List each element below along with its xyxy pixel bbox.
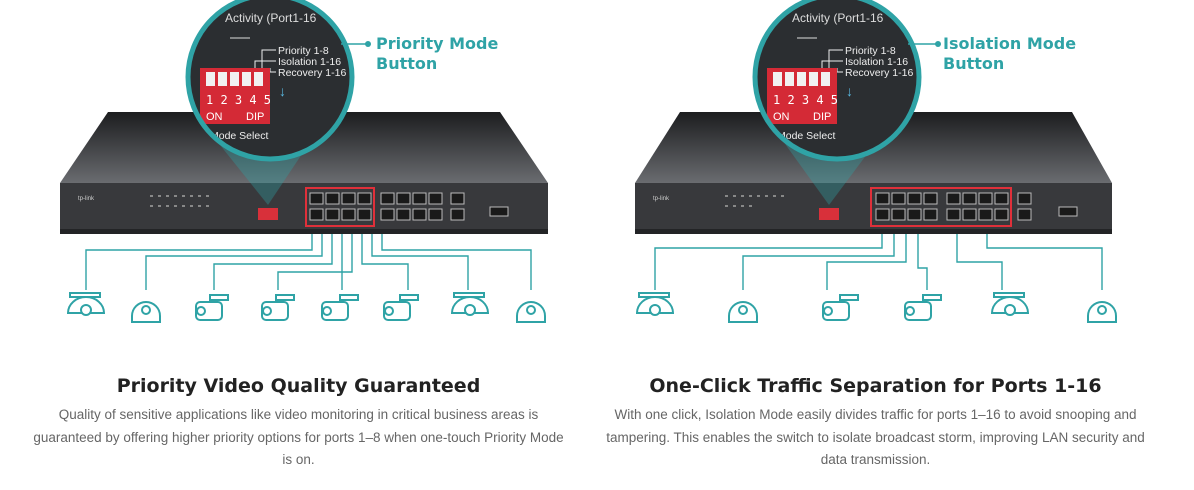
dome-camera-icon [1087,301,1117,323]
network-switch: tp-link [60,112,548,234]
svg-text:Activity (Port1-16: Activity (Port1-16 [792,11,884,25]
svg-text:Activity (Port1-16: Activity (Port1-16 [225,11,317,25]
bullet-camera-icon [195,294,229,321]
isolation-mode-callout: Isolation Mode Button [943,34,1077,73]
svg-text:↓: ↓ [279,83,286,99]
svg-text:↓: ↓ [846,83,853,99]
priority-caption: Priority Video Quality Guaranteed Qualit… [0,374,597,472]
svg-text:Priority 1-8: Priority 1-8 [845,45,896,57]
network-switch: tp-link [635,112,1112,234]
svg-text:ON: ON [206,111,223,123]
svg-text:Isolation 1-16: Isolation 1-16 [278,56,341,68]
bullet-camera-icon [822,294,859,321]
bullet-camera-icon [261,294,295,321]
priority-illustration: tp-link [60,0,548,323]
svg-text:1 2 3 4 5: 1 2 3 4 5 [773,93,838,107]
dip-switch-zoom: Activity (Port1-16 Priority 1-8 Isolatio… [752,0,922,162]
dome-camera-icon [635,292,675,316]
section-description: Quality of sensitive applications like v… [33,407,564,467]
dome-camera-icon [450,292,490,316]
dip-switch-zoom: Activity (Port1-16 Priority 1-8 Isolatio… [185,0,355,162]
dip-switch[interactable] [258,208,278,220]
svg-text:Priority 1-8: Priority 1-8 [278,45,329,57]
svg-text:ON: ON [773,111,790,123]
brand-logo: tp-link [653,196,670,202]
camera-row [635,292,1117,323]
priority-mode-callout: Priority Mode Button [376,34,499,73]
dome-camera-icon [131,301,161,323]
svg-text:DIP: DIP [246,111,264,123]
svg-text:Recovery 1-16: Recovery 1-16 [845,67,913,79]
isolation-illustration: tp-link Activity (Port1-16 [635,0,1117,323]
bullet-camera-icon [904,294,942,321]
svg-text:1 2 3 4 5: 1 2 3 4 5 [206,93,271,107]
svg-text:DIP: DIP [813,111,831,123]
camera-row [66,292,546,323]
svg-text:Mode Select: Mode Select [210,130,268,142]
cabling [654,234,1103,290]
panel-priority-mode: tp-link [0,0,597,472]
bullet-camera-icon [321,294,359,321]
panel-isolation-mode: tp-link Activity (Port1-16 [597,0,1194,490]
ethernet-ports [309,192,509,221]
isolation-caption: One-Click Traffic Separation for Ports 1… [577,374,1174,472]
svg-text:Isolation 1-16: Isolation 1-16 [845,56,908,68]
dome-camera-icon [516,301,546,323]
section-title: Priority Video Quality Guaranteed [116,375,481,397]
brand-logo: tp-link [78,196,95,202]
ethernet-ports [875,192,1078,221]
bullet-camera-icon [383,294,419,321]
dome-camera-icon [66,292,106,316]
section-description: With one click, Isolation Mode easily di… [606,407,1145,467]
cabling [85,234,532,290]
section-title: One-Click Traffic Separation for Ports 1… [649,375,1102,397]
svg-text:Mode Select: Mode Select [777,130,835,142]
dome-camera-icon [728,301,758,323]
dip-switch[interactable] [819,208,839,220]
dome-camera-icon [990,292,1030,316]
svg-text:Recovery 1-16: Recovery 1-16 [278,67,346,79]
